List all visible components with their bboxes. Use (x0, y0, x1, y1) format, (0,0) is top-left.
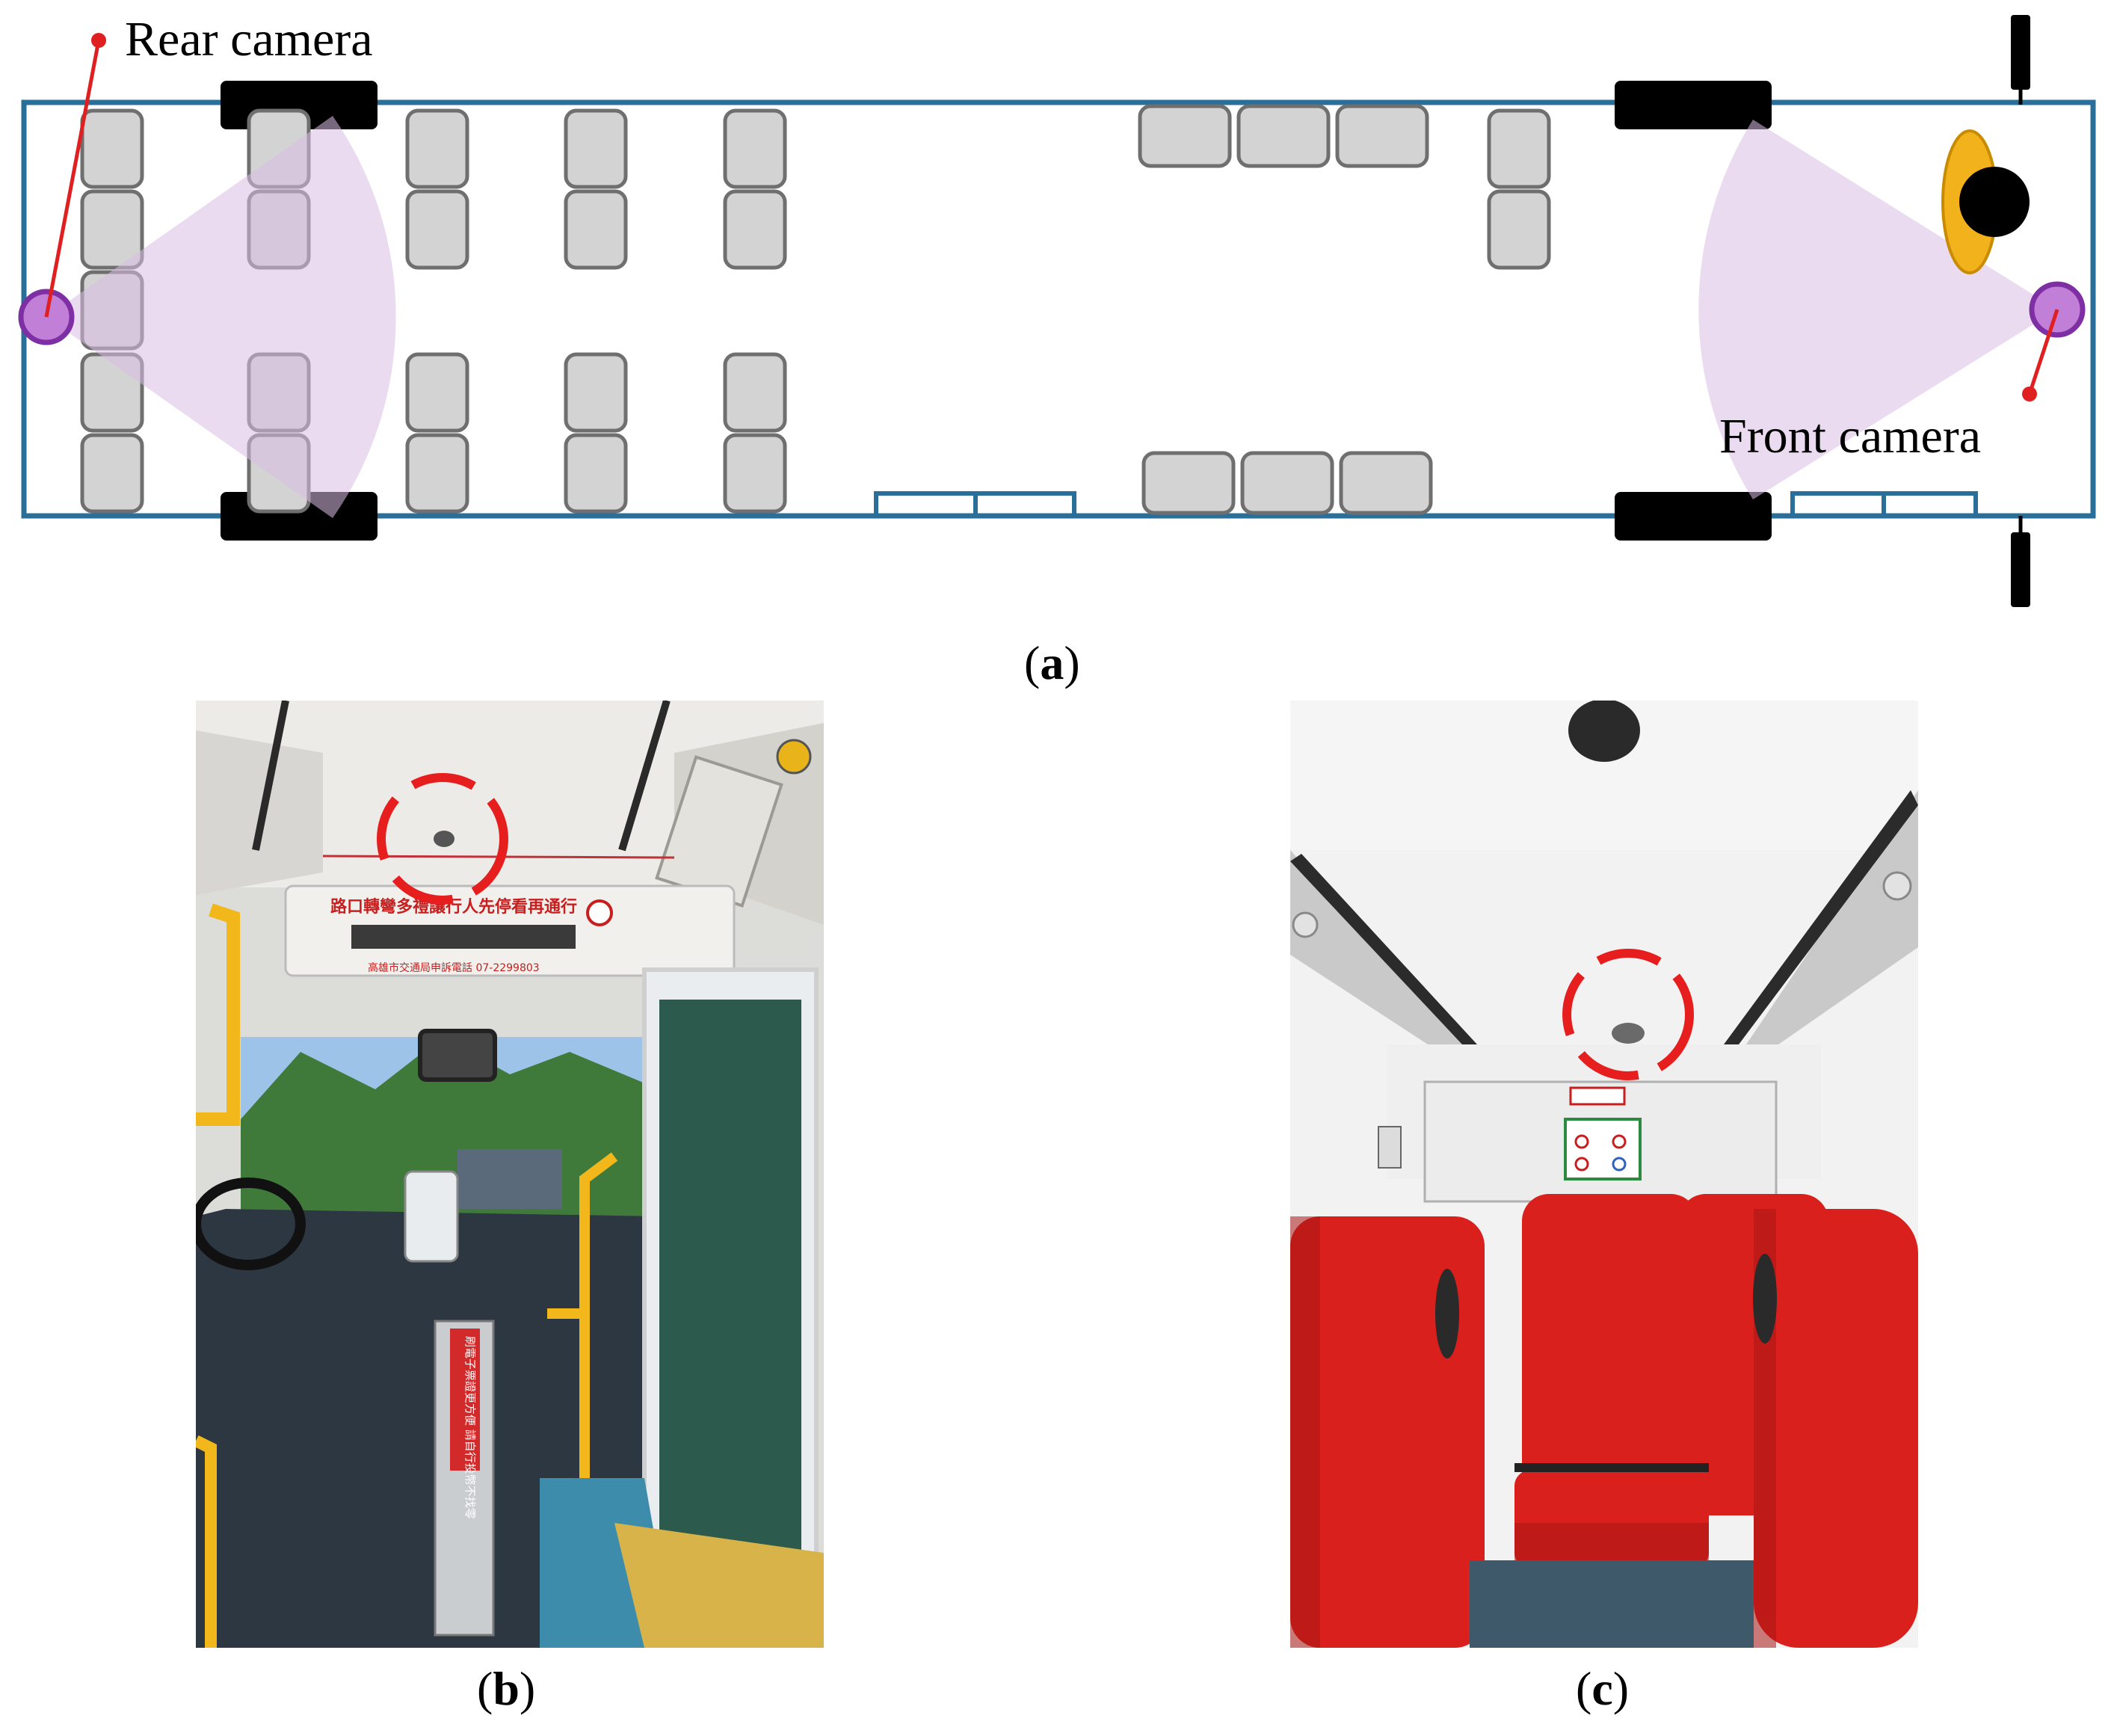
wall-device (1378, 1126, 1402, 1169)
seat (1141, 451, 1236, 515)
seat (80, 433, 144, 514)
wheel-front-top (1615, 81, 1772, 129)
seat (723, 352, 787, 433)
seat (405, 433, 469, 514)
seat-right (1754, 1209, 1918, 1648)
rear-camera-leader-dot (91, 33, 106, 48)
steering-wheel-photo (196, 1178, 306, 1270)
notice-sign (1564, 1118, 1642, 1181)
sign-icon-4 (1612, 1157, 1627, 1172)
middle-door (874, 491, 1076, 518)
sign-icon-1 (1574, 1134, 1589, 1149)
speaker-dome-icon (1568, 701, 1640, 762)
seat (405, 352, 469, 433)
seat (564, 352, 628, 433)
seat-center (1522, 1194, 1698, 1523)
rear-dome-camera-icon (1612, 1023, 1645, 1044)
seat-shading (1290, 1209, 1776, 1648)
ceiling-panel (196, 701, 824, 887)
seat-belt (1514, 1463, 1709, 1472)
handrail-lower-left (196, 1435, 217, 1648)
no-smoking-icon (586, 899, 613, 926)
ticket-machine (404, 1170, 459, 1263)
caption-c: (c) (1576, 1662, 1630, 1715)
seat (405, 108, 469, 189)
vent-left-icon (1292, 911, 1319, 938)
caption-a: (a) (1024, 636, 1080, 689)
caption-b: (b) (477, 1662, 536, 1715)
driver-icon (1959, 167, 2030, 237)
phone-line-text: 高雄市交通局申訴電話 07-2299803 (368, 961, 540, 974)
seat (1335, 104, 1429, 168)
street-sign (457, 1149, 562, 1209)
photo-rear-interior (1290, 701, 1918, 1648)
fare-box-label (450, 1329, 480, 1471)
right-light-strip (1724, 790, 1918, 1044)
wheel-front-bottom (1615, 492, 1772, 541)
ceiling-rail-left (252, 701, 289, 851)
seat (80, 189, 144, 270)
seat (1339, 451, 1433, 515)
rear-camera-fov (46, 116, 396, 518)
rear-camera-icon (18, 289, 75, 345)
ceiling-rail-right (618, 701, 671, 852)
handrail-pole (547, 1152, 618, 1553)
fare-box (434, 1320, 495, 1637)
seat (1487, 108, 1551, 189)
seat (564, 108, 628, 189)
rear-camera-leader (44, 40, 101, 318)
sign-icon-3 (1574, 1157, 1589, 1172)
floor-yellow (614, 1523, 824, 1648)
camera-highlight-marker (1562, 949, 1694, 1080)
rear-camera-label: Rear camera (125, 12, 373, 67)
fare-box-text: 刷電子票證更方便 請自行投幣不找零 (463, 1336, 477, 1519)
rear-view-mirror (418, 1029, 497, 1082)
seat (1138, 104, 1232, 168)
notice-sign-header (1569, 1086, 1626, 1106)
front-camera-fov (1698, 120, 2057, 499)
seat (405, 189, 469, 270)
seat (723, 189, 787, 270)
front-door (1790, 491, 1978, 518)
seat (80, 108, 144, 189)
bus-floor-plan: Rear camera Front camera (18, 12, 2096, 607)
handrail-left (196, 903, 240, 1126)
seat (1240, 451, 1334, 515)
led-banner-text: 路口轉彎多禮讓行人先停看再通行 (330, 897, 577, 917)
sign-icon-2 (1612, 1134, 1627, 1149)
front-camera-leader-dot (2022, 387, 2037, 401)
front-camera-label: Front camera (1719, 409, 1981, 464)
door-glass (659, 1000, 801, 1553)
dome-camera-icon (434, 831, 454, 847)
vent-right-icon (1882, 871, 1912, 901)
led-display (351, 925, 576, 949)
floor-step (1470, 1560, 1754, 1648)
camera-highlight-marker (377, 773, 508, 905)
seat-handle-right (1753, 1254, 1777, 1343)
front-camera-leader (2027, 309, 2059, 395)
seat (723, 108, 787, 189)
seat (564, 189, 628, 270)
photo-front-interior: 路口轉彎多禮讓行人先停看再通行 高雄市交通局申訴電話 07-2299803 刷電… (196, 701, 824, 1648)
seat (1236, 104, 1331, 168)
seat (1487, 189, 1551, 270)
mirror-bottom (2011, 532, 2030, 607)
left-light-strip (1290, 854, 1477, 1044)
seat (564, 433, 628, 514)
emergency-button-icon (776, 739, 812, 775)
mirror-top (2011, 15, 2030, 90)
seat-handle-left (1435, 1269, 1459, 1358)
seat (723, 433, 787, 514)
